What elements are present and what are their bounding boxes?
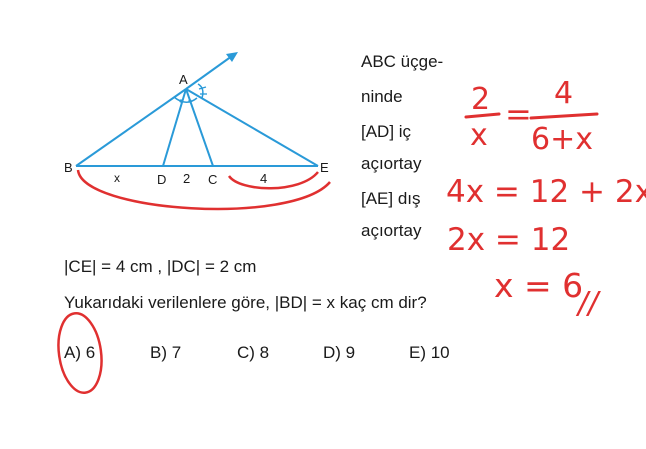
label-b: B xyxy=(64,160,73,175)
red-brace-ce xyxy=(227,171,319,190)
option-b[interactable]: B) 7 xyxy=(150,343,182,362)
hand-check-mark: // xyxy=(578,286,599,321)
angle-tick-1 xyxy=(198,86,207,90)
question-text: Yukarıdaki verilenlere göre, |BD| = x ka… xyxy=(64,293,427,312)
segment-label-dc: 2 xyxy=(183,171,190,186)
option-d[interactable]: D) 9 xyxy=(323,343,356,362)
label-e: E xyxy=(320,160,329,175)
segment-label-bd: x xyxy=(114,171,120,185)
hand-frac-right-num: 4 xyxy=(554,76,574,111)
given-text: |CE| = 4 cm , |DC| = 2 cm xyxy=(64,257,257,276)
side-text-4: açıortay xyxy=(361,154,422,173)
hand-frac-left-den: x xyxy=(470,118,488,153)
option-e[interactable]: E) 10 xyxy=(409,343,450,362)
angle-arc-outer xyxy=(197,83,204,99)
side-text-6: açıortay xyxy=(361,221,422,240)
label-c: C xyxy=(208,172,217,187)
side-text-2: ninde xyxy=(361,87,403,106)
option-c[interactable]: C) 8 xyxy=(237,343,270,362)
hand-line-4: x = 6 xyxy=(494,266,584,305)
angle-dot-right xyxy=(188,99,192,103)
hand-line-3: 2x = 12 xyxy=(447,222,571,258)
hand-frac-left-num: 2 xyxy=(471,82,491,117)
hand-equals: = xyxy=(505,95,532,133)
arrow-head-icon xyxy=(226,52,238,62)
segment-ae xyxy=(185,88,319,167)
option-a[interactable]: A) 6 xyxy=(64,343,96,362)
red-brace-bd xyxy=(76,169,331,211)
angle-arc-inner xyxy=(173,96,198,103)
ray-extension xyxy=(185,55,233,90)
side-text-5: [AE] dış xyxy=(361,189,421,208)
label-d: D xyxy=(157,172,166,187)
fraction-bar-left xyxy=(464,112,501,119)
segment-ab xyxy=(75,88,187,167)
side-text-3: [AD] iç xyxy=(361,122,412,141)
fraction-bar-right xyxy=(529,112,599,120)
label-a: A xyxy=(179,72,188,87)
angle-dot-left xyxy=(179,99,183,103)
hand-frac-right-den: 6+x xyxy=(531,122,593,157)
answer-circle xyxy=(57,312,103,394)
hand-line-2: 4x = 12 + 2x xyxy=(446,174,646,210)
side-text-1: ABC üçge- xyxy=(361,52,444,71)
segment-label-ce: 4 xyxy=(260,171,267,186)
segment-ad xyxy=(162,88,187,167)
